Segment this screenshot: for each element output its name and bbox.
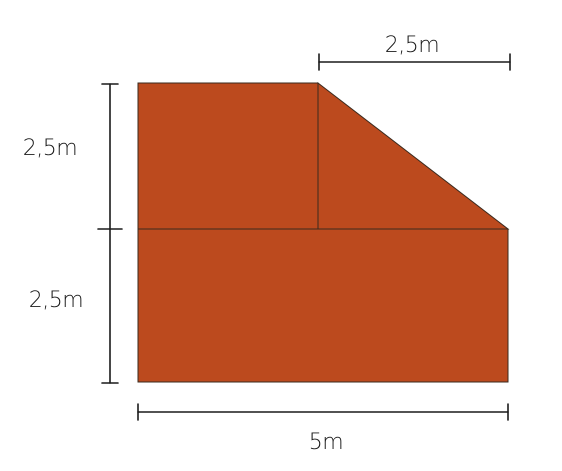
- top-dimension-label: 2,5m: [385, 33, 439, 58]
- bottom-dimension-label: 5m: [309, 430, 343, 455]
- lower-rectangle: [137, 228, 509, 383]
- top-dimension: 2,5m: [318, 33, 511, 71]
- left-upper-dimension-label: 2,5m: [23, 136, 77, 161]
- bottom-dimension: 5m: [137, 403, 509, 455]
- upper-right-triangle: [317, 81, 510, 230]
- left-dimension: 2,5m 2,5m: [23, 83, 123, 384]
- left-lower-dimension-label: 2,5m: [29, 288, 83, 313]
- upper-left-square: [137, 82, 319, 230]
- composite-shape: [137, 81, 510, 383]
